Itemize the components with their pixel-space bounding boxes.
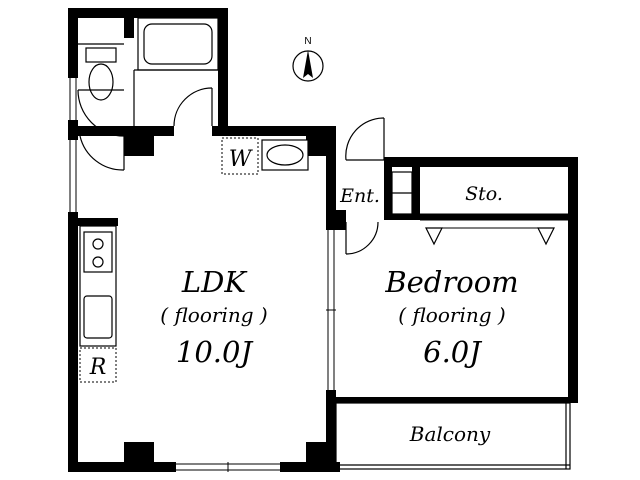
balcony-label: Balcony <box>409 422 491 446</box>
north-arrow-icon <box>303 50 313 78</box>
ldk-floor: ( flooring ) <box>160 303 267 327</box>
bedroom-floor: ( flooring ) <box>398 303 505 327</box>
entrance-label: Ent. <box>339 185 380 207</box>
bedroom-size: 6.0J <box>423 335 482 369</box>
compass-north-label: N <box>304 36 311 47</box>
refrigerator-label: R <box>89 355 107 380</box>
walls <box>68 8 578 472</box>
toilet <box>78 43 124 101</box>
ldk-size: 10.0J <box>176 335 254 369</box>
refrigerator-space: R <box>79 347 117 383</box>
storage-label: Sto. <box>465 183 503 205</box>
doors <box>77 87 413 255</box>
kitchen <box>79 225 117 347</box>
windows <box>69 78 568 472</box>
ldk-label: LDK <box>181 265 249 299</box>
ldk-room: LDK ( flooring ) 10.0J <box>160 265 267 369</box>
compass: N <box>292 36 324 82</box>
washer-space: W <box>221 137 309 175</box>
bedroom-room: Bedroom ( flooring ) 6.0J <box>384 265 518 369</box>
balcony: Balcony <box>335 402 571 470</box>
storage: Sto. <box>420 183 568 246</box>
bedroom-label: Bedroom <box>384 265 518 299</box>
washer-label: W <box>229 147 254 172</box>
bathroom <box>133 17 219 126</box>
